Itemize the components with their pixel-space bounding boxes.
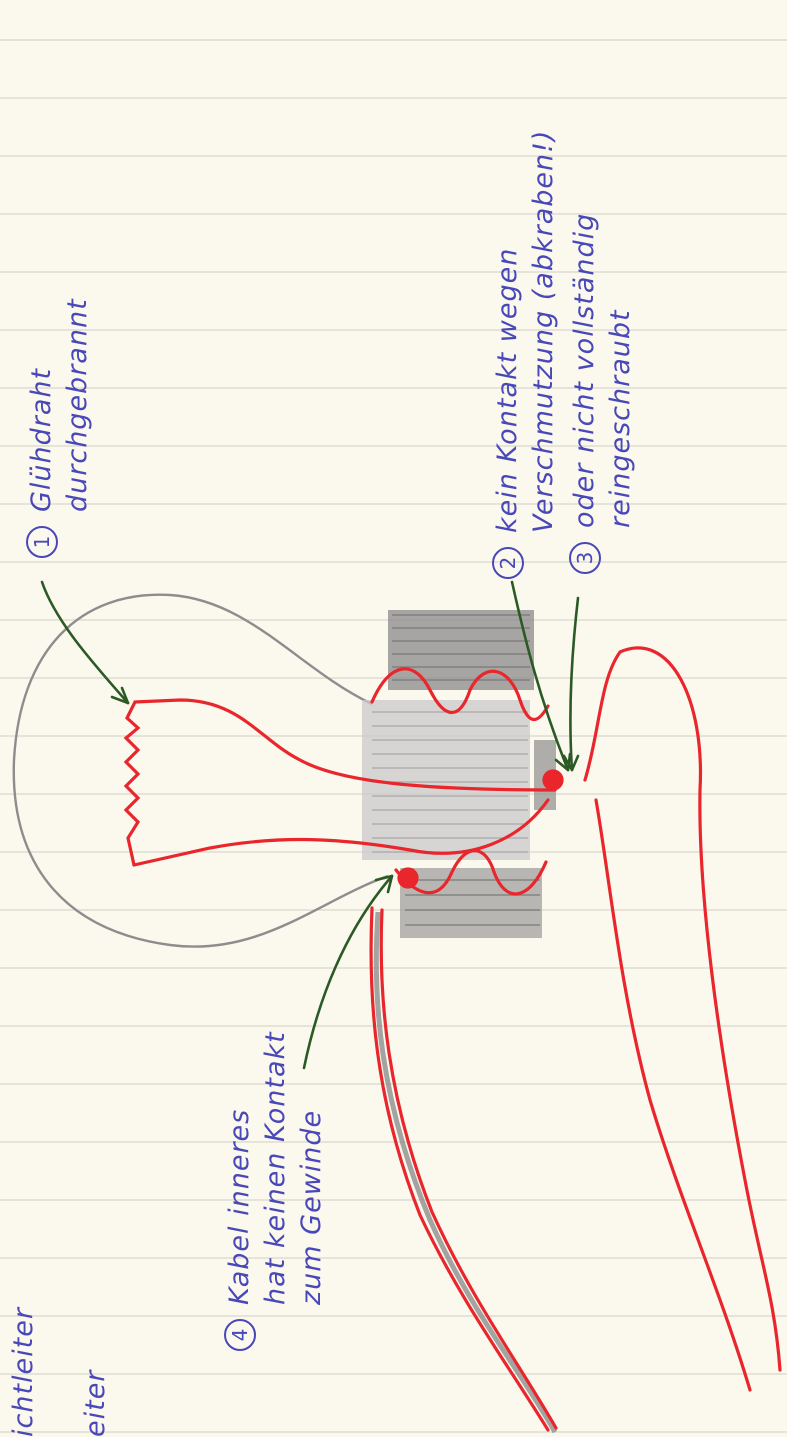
annotation-2-line-1: kein Kontakt wegen	[492, 248, 523, 533]
contact-point	[544, 771, 562, 789]
annotation-1: 1 Glühdraht durchgebrannt	[26, 298, 93, 557]
annotation-2-line-2: Verschmutzung (abkraben!)	[528, 130, 559, 533]
annotation-3: 3 oder nicht vollständig reingeschraubt	[569, 213, 636, 573]
annotation-1-line-2: durchgebrannt	[62, 298, 93, 512]
annotation-3-number: 3	[573, 552, 597, 565]
arrow-3	[570, 598, 578, 770]
bulb-glass-outline	[14, 595, 388, 947]
right-wire-loop	[585, 648, 780, 1390]
annotation-3-line-2: reingeschraubt	[605, 309, 636, 528]
filament	[126, 702, 138, 865]
annotation-4-line-2: hat keinen Kontakt	[260, 1031, 291, 1305]
annotation-4-line-3: zum Gewinde	[296, 1110, 327, 1306]
thread-contact-point	[399, 869, 417, 887]
annotation-1-line-1: Glühdraht	[26, 367, 57, 512]
annotation-3-line-1: oder nicht vollständig	[569, 213, 600, 528]
annotation-2: 2 kein Kontakt wegen Verschmutzung (abkr…	[492, 130, 559, 578]
cut-off-line-2: eiter	[80, 1369, 111, 1437]
annotation-1-number: 1	[30, 536, 54, 549]
annotation-4-number: 4	[228, 1329, 252, 1342]
annotation-4: 4 Kabel inneres hat keinen Kontakt zum G…	[224, 1031, 327, 1350]
cut-off-line-1: ichtleiter	[8, 1306, 39, 1437]
annotation-2-number: 2	[496, 557, 520, 570]
cut-off-left-text: ichtleiter eiter	[8, 1306, 111, 1437]
annotation-4-line-1: Kabel inneres	[224, 1109, 255, 1305]
